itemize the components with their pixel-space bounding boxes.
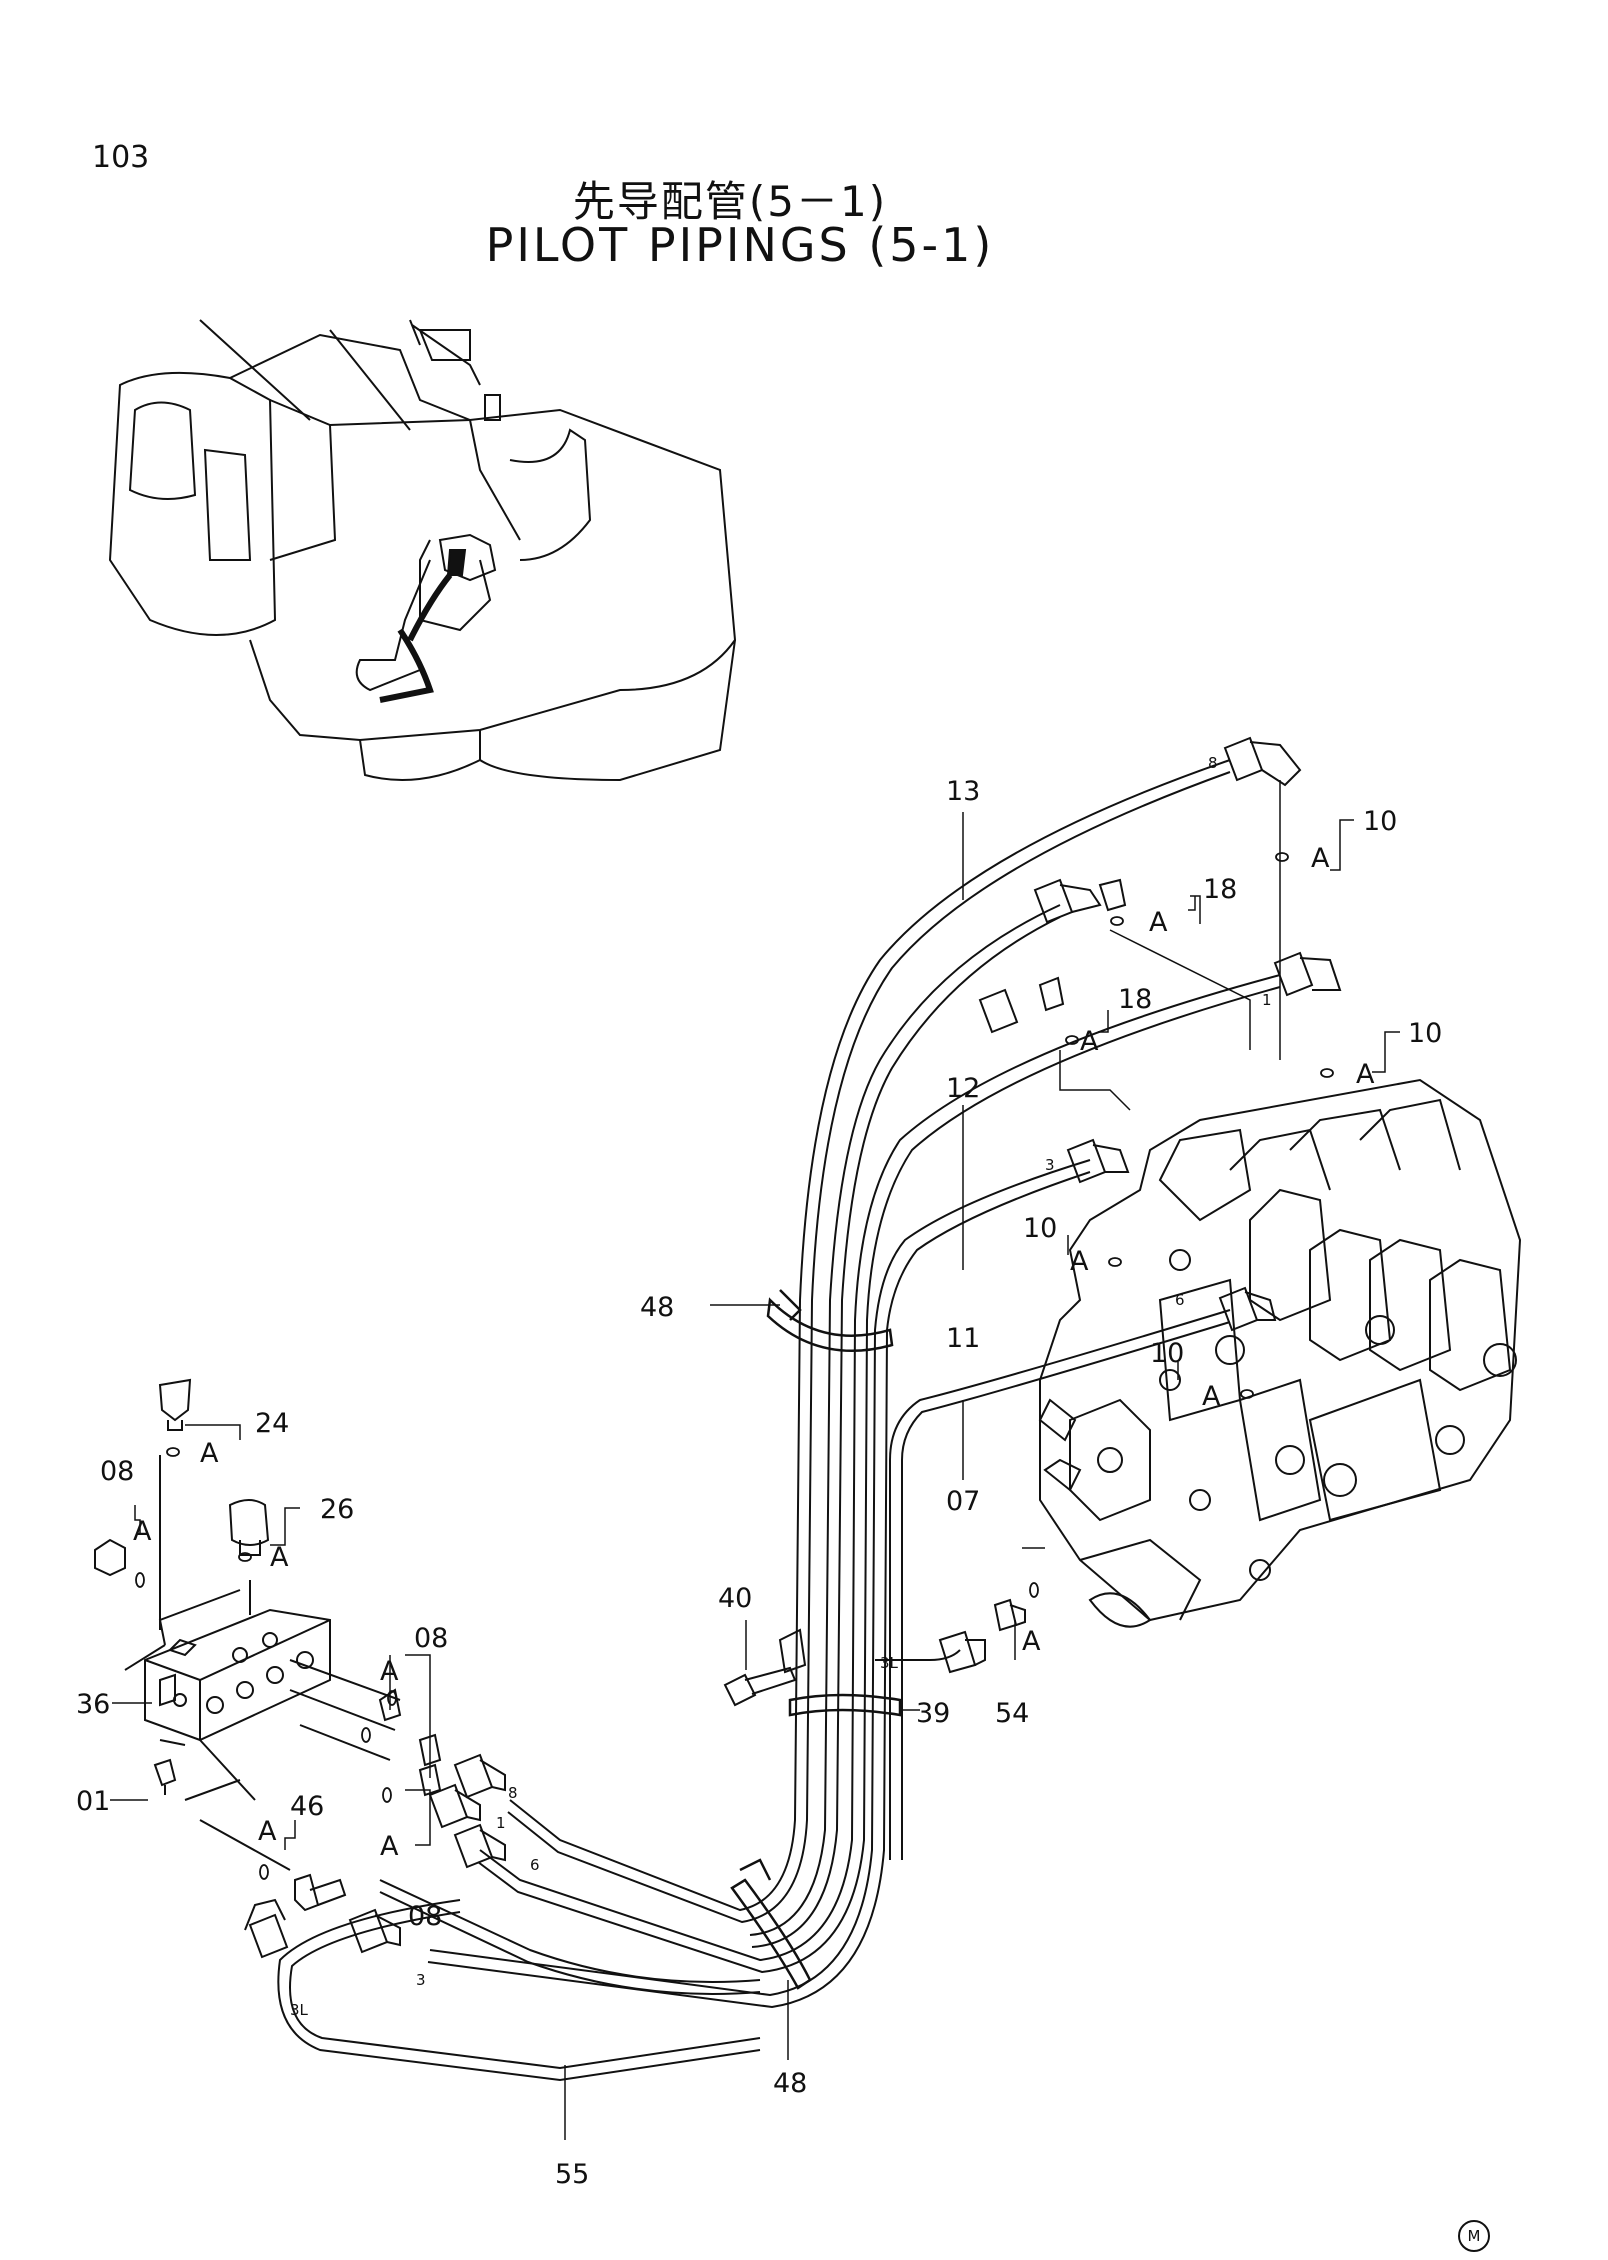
leader-lines — [110, 780, 1400, 2140]
detail-a-marker: A — [258, 1816, 277, 1847]
callout-46: 46 — [290, 1791, 324, 1822]
callout-18-mid: 18 — [1118, 984, 1152, 1015]
callout-24: 24 — [255, 1408, 289, 1439]
hose-tag-6-left: 6 — [530, 1856, 540, 1874]
page-number: 103 — [92, 140, 150, 175]
detail-a-marker: A — [200, 1438, 219, 1469]
detail-a-marker: A — [380, 1831, 399, 1862]
callout-08-lower-mid: 08 — [408, 1901, 442, 1932]
callout-13: 13 — [946, 776, 980, 807]
hose-tag-1-left: 1 — [496, 1814, 506, 1832]
callout-54: 54 — [995, 1698, 1029, 1729]
detail-a-marker: A — [1356, 1059, 1375, 1090]
hose-tag-6: 6 — [1175, 1291, 1185, 1309]
callout-01: 01 — [76, 1786, 110, 1817]
callout-39: 39 — [916, 1698, 950, 1729]
callout-48-lower: 48 — [773, 2068, 807, 2099]
hose-tag-1: 1 — [1262, 991, 1272, 1009]
callout-18-top: 18 — [1203, 874, 1237, 905]
callout-10-top: 10 — [1363, 806, 1397, 837]
hose-tag-8-left: 8 — [508, 1784, 518, 1802]
page-title-japanese: 先导配管(5－1) — [572, 177, 888, 226]
hose-clamps — [730, 1289, 902, 1990]
callout-40: 40 — [718, 1583, 752, 1614]
callout-10-lower: 10 — [1150, 1338, 1184, 1369]
callout-08-left: 08 — [100, 1456, 134, 1487]
callout-12: 12 — [946, 1073, 980, 1104]
hose-tag-3l-left: 3L — [290, 2001, 309, 2019]
detail-a-marker: A — [1202, 1381, 1221, 1412]
manufacturer-mark: M — [1458, 2220, 1490, 2252]
pilot-manifold-block — [94, 1378, 401, 1871]
detail-a-marker: A — [1311, 843, 1330, 874]
detail-a-marker: A — [380, 1656, 399, 1687]
callout-36: 36 — [76, 1689, 110, 1720]
hose-end-tags: 8 1 3 6 3L 8 1 6 3 3L — [290, 754, 1272, 2019]
callout-55: 55 — [555, 2159, 589, 2190]
detail-a-marker: A — [1022, 1626, 1041, 1657]
o-rings — [135, 852, 1334, 1880]
detail-a-marker: A — [1149, 907, 1168, 938]
detail-a-marker: A — [1080, 1026, 1099, 1057]
callout-11: 11 — [946, 1323, 980, 1354]
hose-tag-3: 3 — [1045, 1156, 1055, 1174]
callout-07: 07 — [946, 1486, 980, 1517]
callout-08-upper-mid: 08 — [414, 1623, 448, 1654]
callout-26: 26 — [320, 1494, 354, 1525]
detail-a-marker: A — [133, 1516, 152, 1547]
control-valve-assembly — [1038, 1078, 1522, 1628]
hose-tag-8: 8 — [1208, 754, 1218, 772]
hose-tag-3l-right: 3L — [880, 1654, 899, 1672]
page-title-english: PILOT PIPINGS (5-1) — [485, 218, 995, 272]
callout-10-right: 10 — [1408, 1018, 1442, 1049]
callout-labels: 13 10 18 18 10 12 10 48 11 10 07 24 08 2… — [76, 776, 1442, 2190]
detail-a-marker: A — [270, 1542, 289, 1573]
detail-a-marker: A — [1070, 1246, 1089, 1277]
callout-48-upper: 48 — [640, 1292, 674, 1323]
detail-a-markers: A A A A A A A A A A A A A — [133, 843, 1375, 1862]
pilot-hose-bundle — [277, 759, 1281, 2082]
hose-tag-3-left: 3 — [416, 1971, 426, 1989]
mounting-bolt — [723, 1628, 807, 1707]
excavator-overview — [108, 319, 737, 782]
callout-10-center: 10 — [1023, 1213, 1057, 1244]
